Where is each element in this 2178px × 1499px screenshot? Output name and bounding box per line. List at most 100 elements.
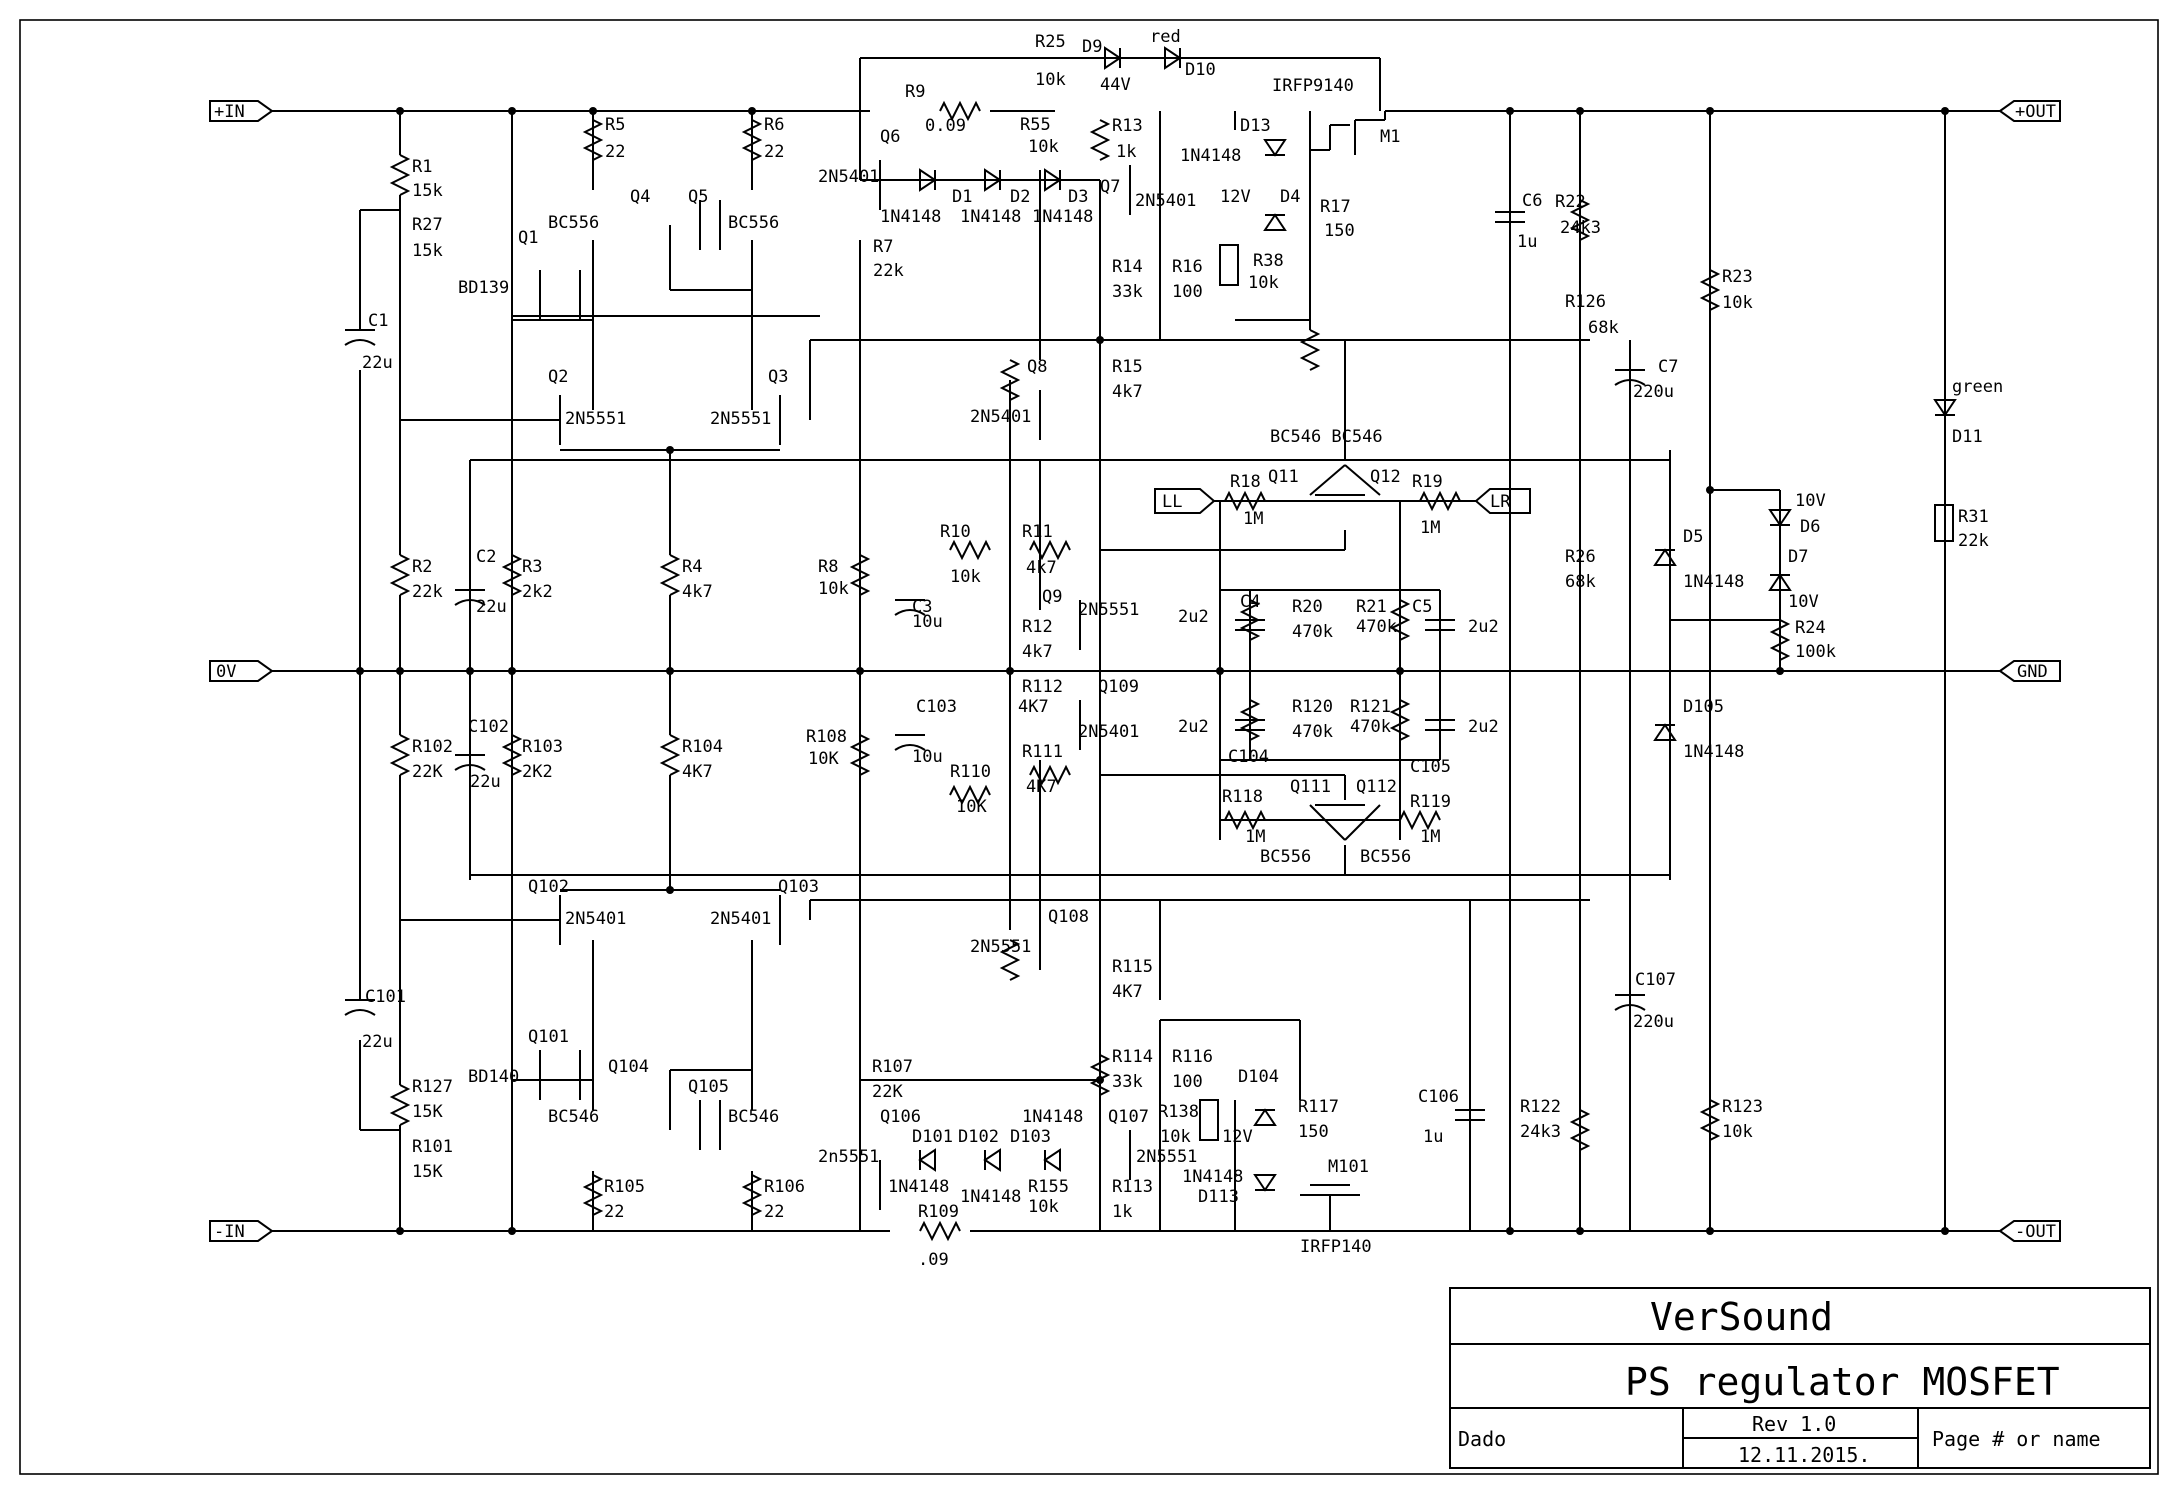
label-d9: D9: [1082, 37, 1102, 57]
label-r31v: 22k: [1958, 531, 1989, 551]
label-q1: Q1: [518, 228, 538, 248]
label-r27: R27: [412, 215, 443, 235]
label-r114v: 33k: [1112, 1072, 1143, 1092]
port-minus-out: -OUT: [1998, 1220, 2061, 1242]
label-r17: R17: [1320, 197, 1351, 217]
label-d1: D1: [952, 187, 972, 207]
label-r116: R116: [1172, 1047, 1213, 1067]
label-r119v: 1M: [1420, 827, 1440, 847]
label-r24v: 100k: [1795, 642, 1836, 662]
label-r127: R127: [412, 1077, 453, 1097]
label-c104v: 2u2: [1178, 717, 1209, 737]
label-bc546top: BC546 BC546: [1270, 427, 1383, 447]
label-c4v: 2u2: [1178, 607, 1209, 627]
label-d102: D102: [958, 1127, 999, 1147]
svg-text:LR: LR: [1490, 492, 1511, 512]
label-r13: R13: [1112, 116, 1143, 136]
label-r107: R107: [872, 1057, 913, 1077]
label-q1t: BD139: [458, 278, 509, 298]
label-q7: Q7: [1100, 177, 1120, 197]
label-q2: Q2: [548, 367, 568, 387]
label-c3: C3: [912, 597, 932, 617]
label-q105t: BC546: [728, 1107, 779, 1127]
label-r127v: 15K: [412, 1102, 443, 1122]
label-r13v: 1k: [1116, 142, 1136, 162]
label-c2v: 22u: [476, 597, 507, 617]
label-r15: R15: [1112, 357, 1143, 377]
label-q106t: 2n5551: [818, 1147, 879, 1167]
label-r122: R122: [1520, 1097, 1561, 1117]
label-r8: R8: [818, 557, 838, 577]
label-r102: R102: [412, 737, 453, 757]
label-d11: D11: [1952, 427, 1983, 447]
label-d113v: 1N4148: [1182, 1167, 1243, 1187]
label-irfp140: IRFP140: [1300, 1237, 1372, 1257]
label-q8t: 2N5401: [970, 407, 1031, 427]
label-d105v: 1N4148: [1683, 742, 1744, 762]
label-q5: Q5: [688, 187, 708, 207]
label-r106v: 22: [764, 1202, 784, 1222]
label-r108: R108: [806, 727, 847, 747]
port-ll: LL: [1154, 488, 1216, 514]
drawing-date: 12.11.2015.: [1738, 1443, 1870, 1467]
label-r115v: 4K7: [1112, 982, 1143, 1002]
label-r112: R112: [1022, 677, 1063, 697]
label-d7v: 10V: [1788, 592, 1819, 612]
label-d4v: 12V: [1220, 187, 1251, 207]
label-r103: R103: [522, 737, 563, 757]
label-r11: R11: [1022, 522, 1053, 542]
label-r110: R110: [950, 762, 991, 782]
label-d5v: 1N4148: [1683, 572, 1744, 592]
label-q109t: 2N5401: [1078, 722, 1139, 742]
label-r38v: 10k: [1248, 273, 1279, 293]
label-r16: R16: [1172, 257, 1203, 277]
label-d3v: 1N4148: [1032, 207, 1093, 227]
label-r109v: .09: [918, 1250, 949, 1270]
label-r111v: 4K7: [1026, 777, 1057, 797]
label-r101v: 15K: [412, 1162, 443, 1182]
resistors: [389, 100, 1954, 1242]
label-r106: R106: [764, 1177, 805, 1197]
label-d4: D4: [1280, 187, 1300, 207]
label-q109: Q109: [1098, 677, 1139, 697]
label-green: green: [1952, 377, 2003, 397]
label-r21: R21: [1356, 597, 1387, 617]
label-bc556b: BC556: [1360, 847, 1411, 867]
label-r104: R104: [682, 737, 723, 757]
label-d13: D13: [1240, 116, 1271, 136]
label-d103v: 1N4148: [1022, 1107, 1083, 1127]
label-c102: C102: [468, 717, 509, 737]
label-d5: D5: [1683, 527, 1703, 547]
label-q9t: 2N5551: [1078, 600, 1139, 620]
label-r104v: 4K7: [682, 762, 713, 782]
label-r6v: 22: [764, 142, 784, 162]
label-r2: R2: [412, 557, 432, 577]
author-name: Dado: [1458, 1427, 1506, 1451]
svg-text:-OUT: -OUT: [2015, 1222, 2056, 1242]
label-q5t: BC556: [728, 213, 779, 233]
label-d10: D10: [1185, 60, 1216, 80]
label-q108t: 2N5551: [970, 937, 1031, 957]
label-irfp9140: IRFP9140: [1272, 76, 1354, 96]
label-r110v: 10K: [956, 797, 987, 817]
label-r9v: 0.09: [925, 116, 966, 136]
label-c5v: 2u2: [1468, 617, 1499, 637]
label-r26: R26: [1565, 547, 1596, 567]
label-d2: D2: [1010, 187, 1030, 207]
label-c102v: 22u: [470, 772, 501, 792]
label-r121v: 470k: [1350, 717, 1391, 737]
label-r25v: 10k: [1035, 70, 1066, 90]
port-plus-in: +IN: [209, 100, 274, 122]
label-q12: Q12: [1370, 467, 1401, 487]
label-r3: R3: [522, 557, 542, 577]
label-r120: R120: [1292, 697, 1333, 717]
label-c7: C7: [1658, 357, 1678, 377]
label-r138: R138: [1158, 1102, 1199, 1122]
label-r5v: 22: [605, 142, 625, 162]
label-bc556a: BC556: [1260, 847, 1311, 867]
label-r112v: 4K7: [1018, 697, 1049, 717]
label-c5: C5: [1412, 597, 1432, 617]
label-q108: Q108: [1048, 907, 1089, 927]
label-q102: Q102: [528, 877, 569, 897]
label-q101t: BD140: [468, 1067, 519, 1087]
